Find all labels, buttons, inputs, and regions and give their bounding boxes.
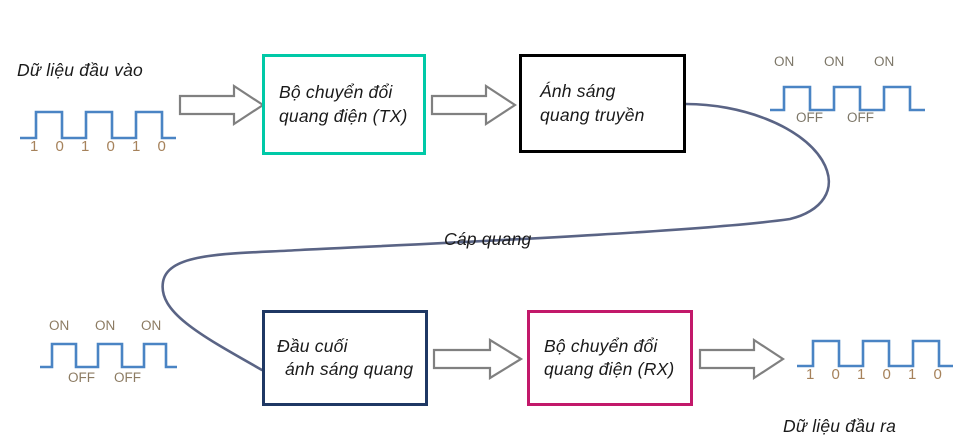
box-light-line2: quang truyền: [540, 104, 645, 125]
input-waveform-digits: 1 0 1 0 1 0: [30, 138, 173, 155]
optical-top-off-1: OFF: [796, 110, 823, 125]
box-rx-line2: quang điện (RX): [544, 359, 675, 379]
box-transmitted-optical-light[interactable]: Ánh sáng quang truyền: [519, 54, 686, 153]
arrow-tx-to-light: [430, 83, 518, 127]
optical-bottom-on-1: ON: [49, 318, 70, 333]
optical-top-on-1: ON: [774, 54, 795, 69]
box-terminal-line2: ánh sáng quang: [285, 359, 414, 379]
box-optical-light-terminal[interactable]: Đầu cuối ánh sáng quang: [262, 310, 428, 406]
box-light-line1: Ánh sáng: [540, 81, 616, 102]
optical-waveform-bottom: [40, 342, 177, 369]
input-data-label: Dữ liệu đầu vào: [17, 60, 143, 80]
optical-waveform-top: [770, 85, 925, 112]
box-terminal-line1: Đầu cuối: [277, 335, 348, 356]
arrow-terminal-to-rx: [432, 338, 524, 380]
box-optical-electrical-converter-tx[interactable]: Bộ chuyển đổi quang điện (TX): [262, 54, 426, 155]
fiber-cable-label: Cáp quang: [444, 229, 532, 249]
box-tx-line1: Bộ chuyển đổi: [279, 82, 393, 103]
optical-bottom-off-2: OFF: [114, 370, 141, 385]
optical-bottom-on-2: ON: [95, 318, 116, 333]
output-waveform-digits: 1 0 1 0 1 0: [806, 366, 949, 383]
optical-bottom-off-1: OFF: [68, 370, 95, 385]
input-waveform: [20, 110, 176, 140]
box-rx-line1: Bộ chuyển đổi: [544, 335, 658, 356]
optical-top-on-3: ON: [874, 54, 895, 69]
box-tx-line2: quang điện (TX): [279, 105, 408, 126]
optical-bottom-on-3: ON: [141, 318, 162, 333]
output-waveform: [797, 339, 953, 368]
optical-top-on-2: ON: [824, 54, 845, 69]
arrow-rx-to-output: [698, 337, 786, 381]
arrow-input-to-tx: [178, 83, 266, 127]
optical-top-off-2: OFF: [847, 110, 874, 125]
output-data-label: Dữ liệu đầu ra: [783, 416, 897, 436]
box-optical-electrical-converter-rx[interactable]: Bộ chuyển đổi quang điện (RX): [527, 310, 693, 406]
